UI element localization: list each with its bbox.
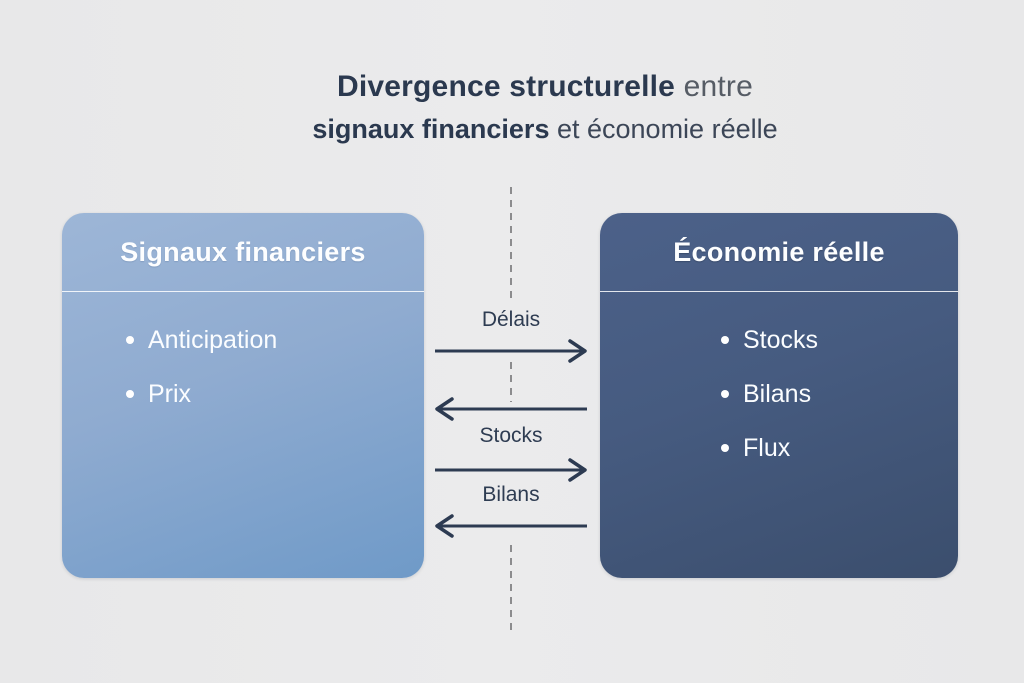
list-item-label: Prix: [148, 379, 192, 408]
list-item-label: Flux: [743, 433, 791, 462]
real-economy-panel: Économie réelle Stocks Bilans Flux: [600, 213, 958, 578]
dashed-axis-segment-bottom: [510, 545, 512, 633]
list-item: Anticipation: [62, 313, 424, 367]
financial-signals-list: Anticipation Prix: [62, 292, 424, 421]
bullet-dot-icon: [126, 390, 134, 398]
arrow-left-icon: [433, 396, 589, 422]
title-line1-normal: entre: [683, 70, 753, 103]
list-item: Stocks: [600, 313, 958, 367]
list-item-label: Anticipation: [148, 325, 278, 354]
flow-label-stocks: Stocks: [479, 424, 543, 447]
financial-signals-title: Signaux financiers: [120, 236, 366, 267]
bullet-dot-icon: [126, 336, 134, 344]
title-line-1: Divergence structurelle entre: [33, 68, 1024, 106]
title-line-2: signaux financiers et économie réelle: [33, 112, 1024, 147]
dashed-axis-segment-middle: [510, 362, 512, 402]
arrow-right-icon: [433, 338, 589, 364]
title-line2-normal: et économie réelle: [556, 113, 778, 144]
bullet-dot-icon: [721, 444, 729, 452]
arrow-left-icon: [433, 513, 589, 539]
diagram-title: Divergence structurelle entre signaux fi…: [33, 68, 1024, 147]
bullet-dot-icon: [721, 336, 729, 344]
title-line1-strong: Divergence structurelle: [336, 70, 676, 103]
flow-label-delais: Délais: [481, 308, 541, 331]
list-item: Prix: [62, 367, 424, 421]
real-economy-title: Économie réelle: [673, 236, 885, 267]
list-item: Bilans: [600, 367, 958, 421]
flow-label-bilans: Bilans: [482, 483, 540, 506]
list-item-label: Bilans: [743, 379, 812, 408]
title-line2-strong: signaux financiers: [312, 113, 550, 144]
real-economy-header: Économie réelle: [600, 213, 958, 292]
real-economy-list: Stocks Bilans Flux: [600, 292, 958, 475]
dashed-axis-segment-top: [510, 187, 512, 299]
financial-signals-panel: Signaux financiers Anticipation Prix: [62, 213, 424, 578]
arrow-right-icon: [433, 457, 589, 483]
financial-signals-header: Signaux financiers: [62, 213, 424, 292]
bullet-dot-icon: [721, 390, 729, 398]
list-item-label: Stocks: [743, 325, 819, 354]
list-item: Flux: [600, 421, 958, 475]
